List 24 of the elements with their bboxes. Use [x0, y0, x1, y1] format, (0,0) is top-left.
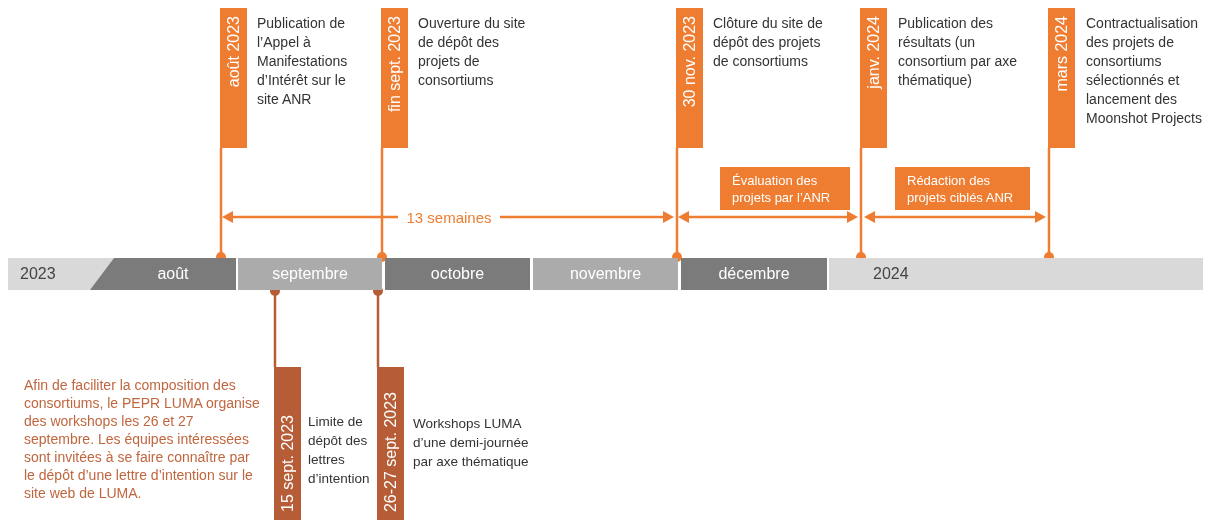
phase-box: Évaluation des projets par l’ANR [720, 167, 850, 210]
milestone-description: Workshops LUMA d’une demi-journée par axe thématique [413, 415, 530, 471]
year-band: 2024 [829, 258, 1203, 290]
milestone-description: Ouverture du site de dépôt des projets de consortiums [418, 14, 527, 90]
month-segment: décembre [681, 258, 827, 290]
milestone-flag: fin sept. 2023 [381, 8, 408, 148]
milestone-flag: 26-27 sept. 2023 [377, 367, 404, 520]
month-segment: novembre [533, 258, 678, 290]
milestone-description: Limite de dépôt des lettres d’intention [308, 413, 371, 488]
note-paragraph: Afin de faciliter la composition des consortiums, le PEPR LUMA organise des workshops les 26 et 27 septembre. Les équipes intéressées sont invitées à se faire connaître par le dépôt d’une lettre d’intention sur le site web de LUMA. [24, 376, 261, 502]
milestone-flag: janv. 2024 [860, 8, 887, 148]
milestone-description: Contractualisation des projets de consortiums sélectionnés et lancement des Moonshot Projects [1086, 14, 1203, 128]
phase-box: Rédaction des projets ciblés ANR [895, 167, 1030, 210]
milestone-flag: mars 2024 [1048, 8, 1075, 148]
milestone-description: Clôture du site de dépôt des projets de consortiums [713, 14, 823, 71]
milestone-flag: 30 nov. 2023 [676, 8, 703, 148]
milestone-flag: 15 sept. 2023 [274, 367, 301, 520]
milestone-description: Publication de l’Appel à Manifestations d’Intérêt sur le site ANR [257, 14, 349, 109]
year-band: 2023 [8, 258, 114, 290]
month-segment: octobre [385, 258, 530, 290]
month-segment: août [90, 258, 236, 290]
milestone-description: Publication des résultats (un consortium par axe thématique) [898, 14, 1019, 90]
month-segment: septembre [238, 258, 382, 290]
milestone-flag: août 2023 [220, 8, 247, 148]
